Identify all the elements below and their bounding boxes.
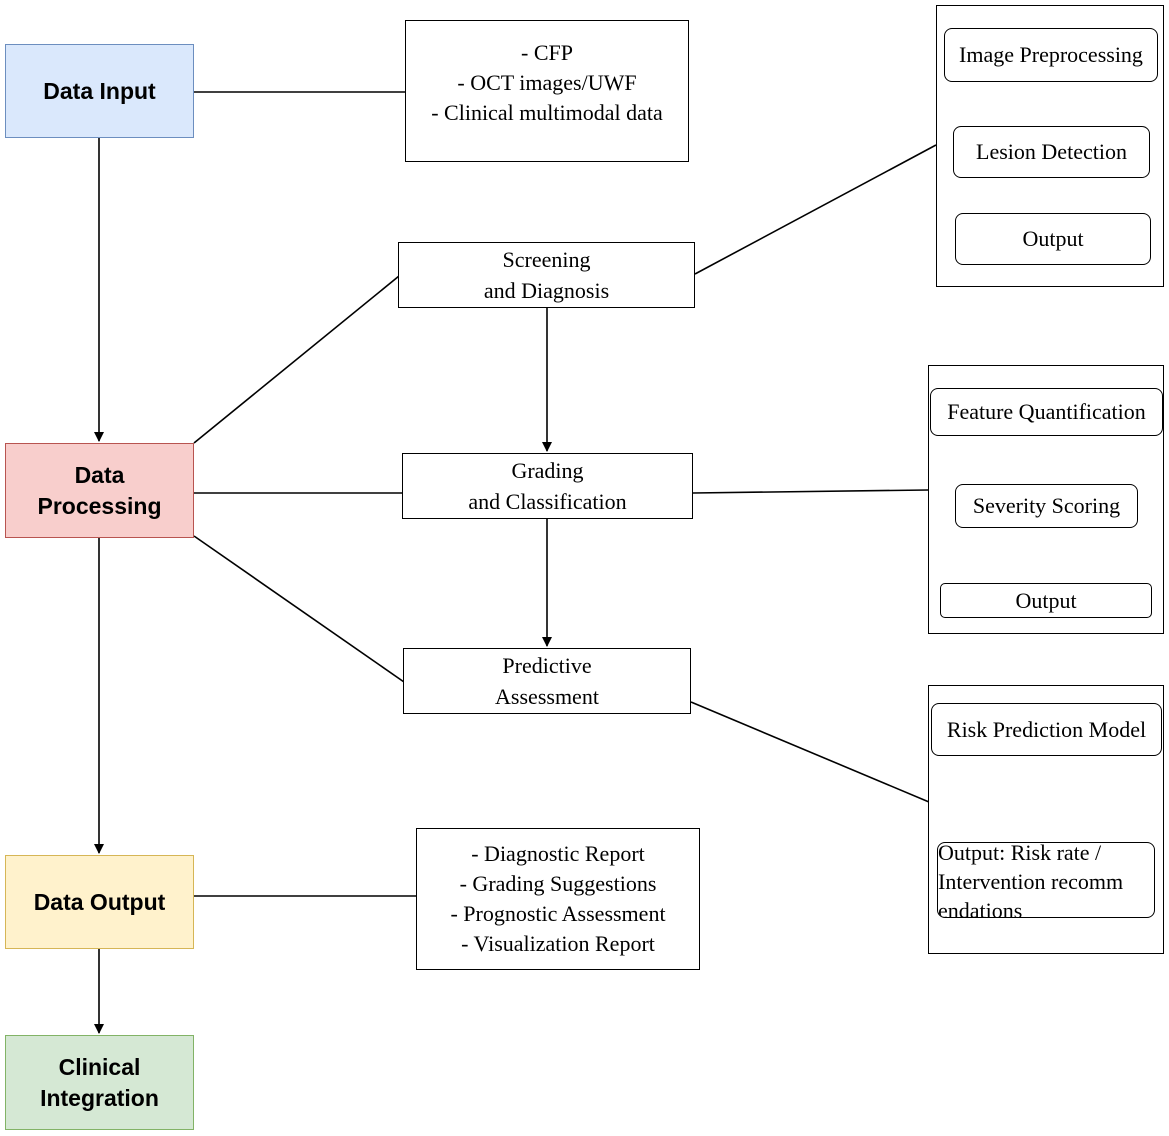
image-preprocessing-step[interactable]: Image Preprocessing <box>944 28 1158 82</box>
image-preprocessing-label: Image Preprocessing <box>959 42 1143 67</box>
output-report-item: - Grading Suggestions <box>459 871 657 896</box>
output-report-item: - Visualization Report <box>461 931 655 956</box>
data-output-label: Data Output <box>33 888 166 915</box>
predictive-assessment-node[interactable]: Predictive Assessment <box>403 648 691 714</box>
data-input-label: Data Input <box>43 77 156 104</box>
line-grading-to-panel <box>692 489 929 494</box>
feature-quantification-label: Feature Quantification <box>947 399 1146 424</box>
grading-label-line2: and Classification <box>468 489 627 514</box>
risk-output-line2: Intervention recomm <box>938 869 1124 894</box>
data-output-node[interactable]: Data Output <box>5 855 194 949</box>
screening-output-step[interactable]: Output <box>955 213 1151 265</box>
line-processing-to-predictive <box>193 535 405 683</box>
risk-prediction-model-label: Risk Prediction Model <box>946 716 1147 742</box>
predictive-label-line2: Assessment <box>495 684 599 709</box>
input-source-item: - Clinical multimodal data <box>431 100 663 125</box>
line-screening-to-panel <box>694 144 937 275</box>
screening-output-label: Output <box>1022 226 1084 251</box>
output-report-item: - Diagnostic Report <box>471 841 645 866</box>
input-source-item: - OCT images/UWF <box>457 70 637 95</box>
line-predictive-to-panel <box>690 701 930 803</box>
screening-diagnosis-node[interactable]: Screening and Diagnosis <box>398 242 695 308</box>
screening-label-line2: and Diagnosis <box>483 278 610 303</box>
risk-output-line1: Output: Risk rate / <box>938 842 1102 865</box>
input-source-item: - CFP <box>521 40 573 65</box>
severity-scoring-label: Severity Scoring <box>972 493 1121 518</box>
screening-label-line1: Screening <box>502 247 591 272</box>
feature-quantification-step[interactable]: Feature Quantification <box>930 388 1163 436</box>
input-sources-box[interactable]: - CFP - OCT images/UWF - Clinical multim… <box>405 20 689 162</box>
lesion-detection-label: Lesion Detection <box>976 139 1127 164</box>
clinical-integration-node[interactable]: Clinical Integration <box>5 1035 194 1130</box>
clinical-integration-label-line1: Clinical <box>58 1053 141 1080</box>
data-input-node[interactable]: Data Input <box>5 44 194 138</box>
lesion-detection-step[interactable]: Lesion Detection <box>953 126 1150 178</box>
predictive-label-line1: Predictive <box>502 653 592 678</box>
grading-classification-node[interactable]: Grading and Classification <box>402 453 693 519</box>
grading-output-label: Output <box>1015 587 1077 613</box>
line-processing-to-screening <box>193 275 400 444</box>
risk-output-step[interactable]: Output: Risk rate / Intervention recomm … <box>937 842 1155 918</box>
output-report-box[interactable]: - Diagnostic Report - Grading Suggestion… <box>416 828 700 970</box>
risk-prediction-model-step[interactable]: Risk Prediction Model <box>931 703 1162 756</box>
grading-output-step[interactable]: Output <box>940 583 1152 618</box>
data-processing-node[interactable]: Data Processing <box>5 443 194 538</box>
clinical-integration-label-line2: Integration <box>40 1084 159 1111</box>
grading-label-line1: Grading <box>511 458 584 483</box>
output-report-item: - Prognostic Assessment <box>450 901 666 926</box>
data-processing-label-line2: Processing <box>37 492 162 519</box>
data-processing-label-line1: Data <box>74 461 125 488</box>
risk-output-line3: endations <box>938 898 1023 918</box>
severity-scoring-step[interactable]: Severity Scoring <box>955 484 1138 528</box>
